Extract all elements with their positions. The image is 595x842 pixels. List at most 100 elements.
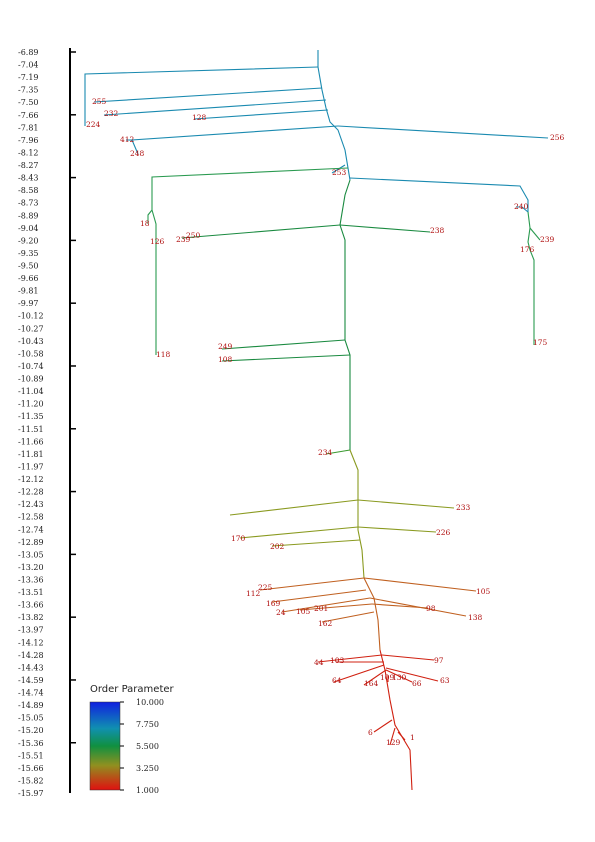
axis-tick-label: -11.66 xyxy=(18,437,44,446)
leaf-label: 98 xyxy=(426,604,436,613)
tree-branch xyxy=(325,449,351,455)
leaf-label: 126 xyxy=(150,237,165,246)
axis-tick-label: -13.51 xyxy=(18,588,44,597)
tree-branch xyxy=(389,727,396,746)
tree-branch xyxy=(259,577,365,591)
leaf-label: 253 xyxy=(332,168,347,177)
axis-tick-label: -8.58 xyxy=(18,186,39,195)
leaf-label: 255 xyxy=(92,97,107,106)
tree-branch xyxy=(229,499,359,516)
tree-branch xyxy=(321,611,375,623)
axis-tick-label: -7.35 xyxy=(18,86,39,95)
leaf-label: 234 xyxy=(318,448,333,457)
tree-branch xyxy=(299,603,373,611)
leaf-label: 233 xyxy=(456,503,471,512)
axis-tick-label: -10.12 xyxy=(18,312,44,321)
disconnectivity-tree: 2552322241282564122482532401812625023923… xyxy=(84,50,565,791)
axis-tick-label: -15.97 xyxy=(18,789,44,798)
axis-tick-label: -7.19 xyxy=(18,73,39,82)
leaf-label: 97 xyxy=(434,656,444,665)
tree-branch xyxy=(84,66,319,126)
tree-branch xyxy=(527,211,535,345)
axis-tick-label: -10.89 xyxy=(18,375,44,384)
leaf-label: 239 xyxy=(540,235,555,244)
axis-tick-label: -7.04 xyxy=(18,61,39,70)
axis-tick-label: -14.74 xyxy=(18,689,44,698)
energy-axis: -6.89-7.04-7.19-7.35-7.50-7.66-7.81-7.96… xyxy=(18,48,76,798)
tree-branch xyxy=(379,649,413,791)
axis-tick-label: -7.66 xyxy=(18,111,39,120)
tree-branch xyxy=(271,539,361,547)
leaf-label: 64 xyxy=(332,676,342,685)
tree-branch xyxy=(529,227,541,241)
leaf-label: 239 xyxy=(176,235,191,244)
tree-branch xyxy=(193,109,329,120)
leaf-label: 164 xyxy=(364,679,379,688)
axis-tick-label: -14.28 xyxy=(18,651,44,660)
leaf-label: 66 xyxy=(412,679,422,688)
leaf-label: 1 xyxy=(410,733,415,742)
axis-tick-label: -9.50 xyxy=(18,262,39,271)
tree-branch xyxy=(339,179,351,450)
leaf-label: 226 xyxy=(436,528,451,537)
leaf-label: 130 xyxy=(392,673,407,682)
axis-tick-label: -12.12 xyxy=(18,475,44,484)
axis-tick-label: -15.36 xyxy=(18,739,44,748)
leaf-label: 128 xyxy=(192,113,207,122)
leaf-label: 232 xyxy=(104,109,119,118)
leaf-label: 63 xyxy=(440,676,450,685)
tree-branch xyxy=(337,125,549,139)
axis-tick-label: -13.82 xyxy=(18,613,44,622)
tree-branch xyxy=(349,177,529,214)
leaf-label: 108 xyxy=(218,355,233,364)
tree-branch xyxy=(281,597,371,613)
leaf-label: 162 xyxy=(318,619,333,628)
tree-branch xyxy=(331,164,346,174)
axis-tick-label: -11.04 xyxy=(18,387,44,396)
leaf-label: 412 xyxy=(120,135,135,144)
axis-tick-label: -8.27 xyxy=(18,161,39,170)
leaf-label: 175 xyxy=(533,338,548,347)
axis-tick-label: -15.05 xyxy=(18,714,44,723)
leaf-label: 105 xyxy=(476,587,491,596)
leaf-label: 118 xyxy=(156,350,171,359)
axis-tick-label: -9.97 xyxy=(18,299,39,308)
legend-tick-label: 10.000 xyxy=(136,698,164,707)
leaf-label: 169 xyxy=(266,599,281,608)
legend-colorbar xyxy=(89,701,121,791)
axis-tick-label: -13.05 xyxy=(18,550,44,559)
tree-branch xyxy=(339,224,431,233)
axis-tick-label: -9.35 xyxy=(18,249,39,258)
tree-branch xyxy=(333,664,385,683)
leaf-label: 240 xyxy=(514,202,529,211)
tree-branch xyxy=(147,167,349,224)
axis-tick-label: -15.20 xyxy=(18,726,44,735)
axis-tick-label: -10.74 xyxy=(18,362,44,371)
axis-tick-label: -13.20 xyxy=(18,563,44,572)
leaf-label: 250 xyxy=(186,231,201,240)
leaf-label: 18 xyxy=(140,219,150,228)
axis-tick-label: -11.35 xyxy=(18,412,44,421)
leaf-label: 201 xyxy=(314,604,328,613)
axis-tick-label: -9.20 xyxy=(18,236,39,245)
axis-tick-label: -9.04 xyxy=(18,224,39,233)
leaf-label: 6 xyxy=(368,728,373,737)
axis-tick-label: -7.96 xyxy=(18,136,39,145)
axis-tick-label: -10.27 xyxy=(18,324,44,333)
tree-branch xyxy=(373,719,393,733)
tree-branch xyxy=(357,526,437,533)
axis-tick-label: -12.43 xyxy=(18,500,44,509)
axis-tick-label: -15.51 xyxy=(18,751,44,760)
tree-branch xyxy=(103,99,327,116)
tree-branch xyxy=(349,449,365,579)
axis-tick-label: -12.89 xyxy=(18,538,44,547)
tree-branch xyxy=(317,654,383,663)
axis-tick-label: -8.73 xyxy=(18,199,39,208)
axis-tick-label: -10.43 xyxy=(18,337,44,346)
axis-tick-label: -14.43 xyxy=(18,663,44,672)
tree-branch xyxy=(271,589,367,603)
leaf-label: 138 xyxy=(468,613,483,622)
legend-tick-label: 1.000 xyxy=(136,786,159,795)
leaf-label: 103 xyxy=(330,656,345,665)
